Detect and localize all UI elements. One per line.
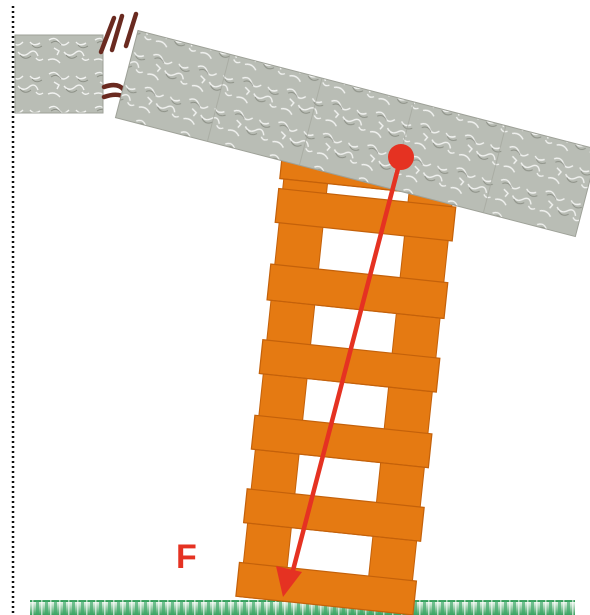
crib-slat (274, 187, 457, 242)
beam-stub (14, 34, 104, 114)
crack-lines-icon (98, 11, 139, 101)
timber-crib-support (235, 150, 461, 615)
force-arrow-icon (276, 154, 404, 597)
center-of-mass-dot-icon (388, 144, 414, 170)
ground-strip (30, 600, 575, 615)
force-label: F (176, 538, 197, 576)
